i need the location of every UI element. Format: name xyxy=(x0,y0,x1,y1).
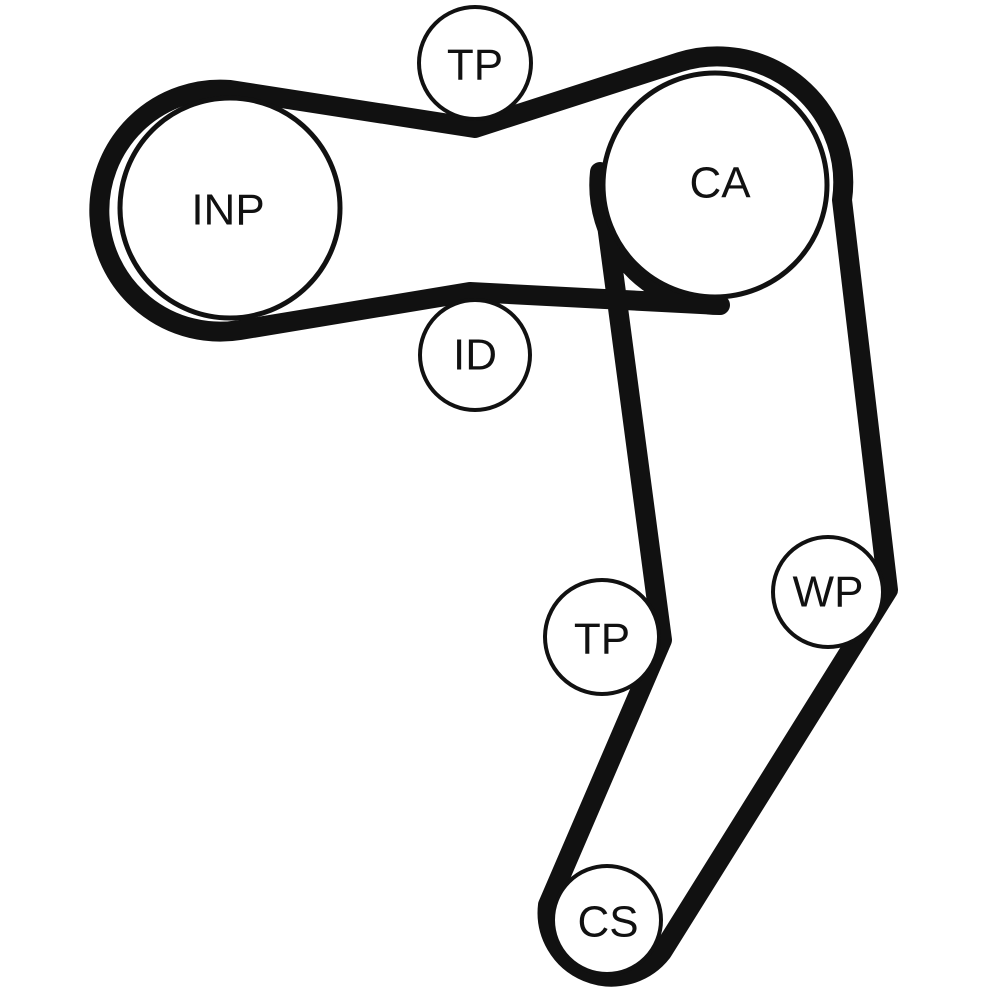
pulley-label: WP xyxy=(793,568,864,617)
pulley-label: TP xyxy=(574,615,630,664)
pulley-cs: CS xyxy=(551,864,663,976)
pulley-label: INP xyxy=(191,186,264,235)
pulley-wp: WP xyxy=(771,535,885,649)
pulley-id: ID xyxy=(418,298,532,412)
pulley-tp-top: TP xyxy=(417,5,533,121)
pulley-ca: CA xyxy=(600,70,830,300)
timing-belt xyxy=(89,46,898,987)
pulley-tp-lower: TP xyxy=(543,578,661,696)
pulley-label: CS xyxy=(577,898,638,947)
pulley-label: ID xyxy=(453,331,497,380)
pulley-label: CA xyxy=(689,159,751,208)
pulley-label: TP xyxy=(447,41,503,90)
pulley-inp: INP xyxy=(117,95,343,321)
